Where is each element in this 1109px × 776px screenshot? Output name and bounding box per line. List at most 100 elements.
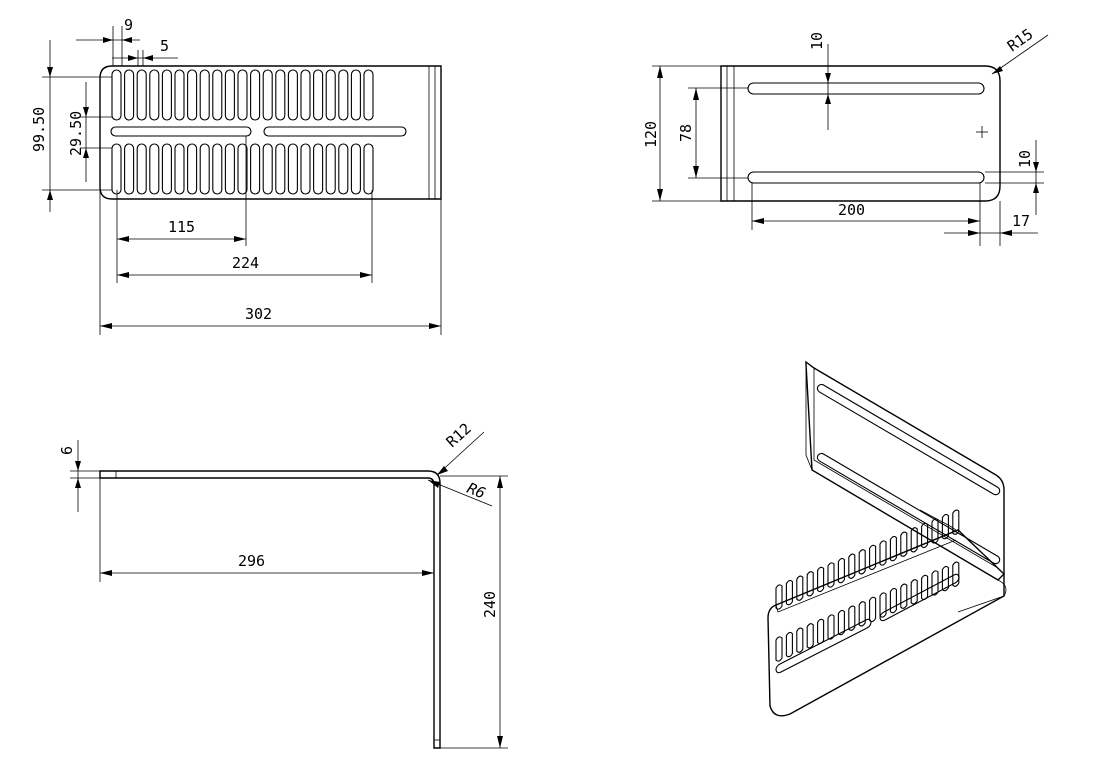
- slot: [199, 143, 210, 195]
- dim-center-slot-b-text: 224: [232, 254, 259, 272]
- slot: [212, 143, 223, 195]
- dim-slot-width: 5: [112, 37, 178, 66]
- iso-base-slots: [775, 509, 960, 662]
- slot: [161, 143, 172, 195]
- iso-slot: [889, 535, 897, 562]
- slot: [111, 143, 122, 195]
- slot: [250, 143, 261, 195]
- slot: [313, 69, 324, 121]
- iso-slot: [858, 549, 866, 575]
- slot: [275, 69, 286, 121]
- slot: [363, 143, 374, 195]
- front-view: 6 R12 R6 296 240: [58, 419, 508, 749]
- iso-slot: [785, 579, 793, 606]
- dim-side-slot-width: 10: [808, 32, 831, 130]
- dim-slot-pitch: 9: [76, 16, 140, 66]
- dim-horizontal-length-text: 296: [238, 552, 265, 570]
- front-view-outline: [99, 470, 441, 749]
- top-view-long-slot-right: [263, 126, 407, 137]
- slot: [187, 143, 198, 195]
- iso-slot: [952, 561, 960, 587]
- slot: [136, 143, 147, 195]
- dim-overall-length-text: 302: [245, 305, 272, 323]
- iso-lower-slot: [816, 452, 1001, 565]
- side-plate-view: 10 R15 120 78: [642, 25, 1049, 246]
- dim-side-height: 120: [642, 65, 721, 202]
- iso-slot: [869, 596, 877, 623]
- dim-slot-block-height-text: 99.50: [30, 107, 48, 152]
- dim-center-slot-a: 115: [116, 136, 247, 246]
- top-view-lower-slots: [111, 143, 374, 195]
- dim-overall-length: 302: [99, 190, 442, 335]
- slot: [313, 143, 324, 195]
- slot: [325, 69, 336, 121]
- slot: [300, 143, 311, 195]
- iso-slot: [858, 601, 866, 627]
- slot: [237, 143, 248, 195]
- iso-slot: [817, 566, 825, 593]
- top-view-upper-slots: [111, 69, 374, 121]
- iso-slot: [900, 583, 908, 609]
- iso-base-plate: [767, 529, 1005, 717]
- iso-slot: [796, 575, 804, 601]
- dim-horizontal-length: 296: [99, 478, 434, 582]
- iso-slot: [837, 557, 845, 584]
- dim-thickness: 6: [58, 440, 100, 512]
- top-view-outline: [99, 65, 442, 200]
- dim-thickness-text: 6: [58, 446, 76, 455]
- dim-side-slot-spacing: 78: [677, 87, 748, 179]
- iso-slot: [931, 570, 939, 596]
- iso-slot: [837, 609, 845, 636]
- slot: [187, 69, 198, 121]
- slot: [111, 69, 122, 121]
- dim-side-end-offset: 17: [944, 201, 1038, 246]
- iso-slot: [941, 565, 949, 592]
- dim-slot-length: 29.50: [67, 82, 112, 182]
- dim-vertical-height: 240: [440, 475, 508, 749]
- slot: [174, 69, 185, 121]
- dim-outer-radius: R12: [436, 419, 485, 476]
- side-plate-lower-slot: [747, 171, 985, 184]
- dim-side-slot-width-text: 10: [808, 32, 826, 50]
- slot: [124, 69, 135, 121]
- iso-slot: [848, 553, 856, 579]
- dim-inner-radius-text: R6: [465, 479, 488, 502]
- dim-side-slot-spacing-text: 78: [677, 124, 695, 142]
- top-view: 9 5 99.50 29.50: [30, 16, 442, 335]
- iso-slot: [952, 509, 960, 535]
- slot: [338, 143, 349, 195]
- slot: [212, 69, 223, 121]
- slot: [237, 69, 248, 121]
- iso-slot: [827, 562, 835, 588]
- dim-slot-width-text: 5: [160, 37, 169, 55]
- slot: [262, 143, 273, 195]
- dim-side-height-text: 120: [642, 121, 660, 148]
- iso-slot: [889, 587, 897, 614]
- slot: [250, 69, 261, 121]
- iso-slot: [848, 605, 856, 631]
- iso-slot: [910, 527, 918, 553]
- side-plate-upper-slot: [747, 82, 985, 95]
- dim-slot-length-text: 29.50: [67, 111, 85, 156]
- dim-inner-radius: R6: [427, 479, 493, 507]
- iso-slot: [879, 592, 887, 618]
- dim-vertical-height-text: 240: [481, 591, 499, 618]
- slot: [161, 69, 172, 121]
- top-view-long-slot-left: [110, 126, 252, 137]
- iso-slot: [879, 540, 887, 566]
- slot: [262, 69, 273, 121]
- slot: [199, 69, 210, 121]
- dim-corner-radius: R15: [991, 25, 1049, 75]
- slot: [325, 143, 336, 195]
- iso-slot: [827, 614, 835, 640]
- dim-corner-radius-text: R15: [1004, 25, 1037, 55]
- slot: [224, 69, 235, 121]
- dim-side-slot-length: 200: [751, 183, 981, 246]
- side-plate-outline: [720, 65, 1001, 202]
- slot: [149, 69, 160, 121]
- iso-slot: [817, 618, 825, 645]
- slot: [287, 69, 298, 121]
- iso-slot: [900, 531, 908, 557]
- dim-side-slot-width-2: 10: [985, 140, 1044, 215]
- slot: [350, 143, 361, 195]
